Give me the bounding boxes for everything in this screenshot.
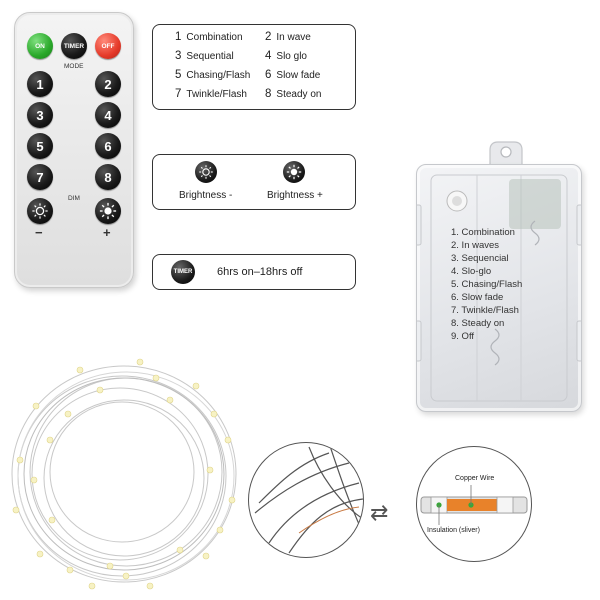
battery-mode-9: 9. Off [451,331,475,342]
brightness-down-button[interactable] [27,198,53,224]
battery-mode-2: 2. In waves [451,240,500,251]
battery-compartment-lines [417,174,581,402]
mode-button-1[interactable]: 1 [27,71,53,97]
battery-mode-1: 1. Combination [451,227,515,238]
brightness-up-button[interactable] [95,198,121,224]
mode-button-2[interactable]: 2 [95,71,121,97]
mode-button-3[interactable]: 3 [27,102,53,128]
timer-box: TIMER 6hrs on–18hrs off [152,254,356,290]
led-string-coil-image [11,358,237,590]
on-button[interactable]: ON [27,33,53,59]
insulation-label: Insulation (sliver) [427,527,480,534]
sun-dim-icon [195,161,217,183]
timer-button[interactable]: TIMER [61,33,87,59]
battery-mode-3: 3. Sequencial [451,253,509,264]
minus-sign: − [35,225,43,240]
mode-button-7[interactable]: 7 [27,164,53,190]
battery-mode-6: 6. Slow fade [451,292,504,303]
brightness-box: Brightness - Brightness + [152,154,356,210]
remote-control: ON TIMER OFF MODE 1 2 3 4 5 6 7 8 DIM [14,12,134,288]
sun-bright-icon [99,202,117,220]
sun-dim-icon [32,203,48,219]
wire-strands-image [254,443,363,554]
battery-mode-8: 8. Steady on [451,318,505,329]
copper-wire-label: Copper Wire [455,475,495,482]
sun-bright-icon [283,161,305,183]
brightness-minus-label: Brightness - [179,190,233,201]
wire-zoom-circle [248,442,364,558]
mode-button-6[interactable]: 6 [95,133,121,159]
wire-detail-circle: Copper Wire Insulation (sliver) [416,446,532,562]
battery-mode-5: 5. Chasing/Flash [451,279,523,290]
battery-mode-4: 4. Slo-glo [451,266,492,277]
plus-sign: + [103,225,111,240]
mode-label: MODE [64,63,84,70]
battery-box: 1. Combination 2. In waves 3. Sequencial… [416,164,582,412]
mode-button-4[interactable]: 4 [95,102,121,128]
mode-button-8[interactable]: 8 [95,164,121,190]
battery-hanger-tab [489,141,523,166]
mode-button-5[interactable]: 5 [27,133,53,159]
dim-label: DIM [68,195,80,202]
battery-mode-7: 7. Twinkle/Flash [451,305,519,316]
double-arrow-icon: ⇄ [370,500,389,525]
off-button[interactable]: OFF [95,33,121,59]
copper-wire-diagram [420,485,528,525]
brightness-plus-label: Brightness + [267,190,323,201]
timer-text: 6hrs on–18hrs off [217,266,303,278]
timer-icon: TIMER [171,260,195,284]
